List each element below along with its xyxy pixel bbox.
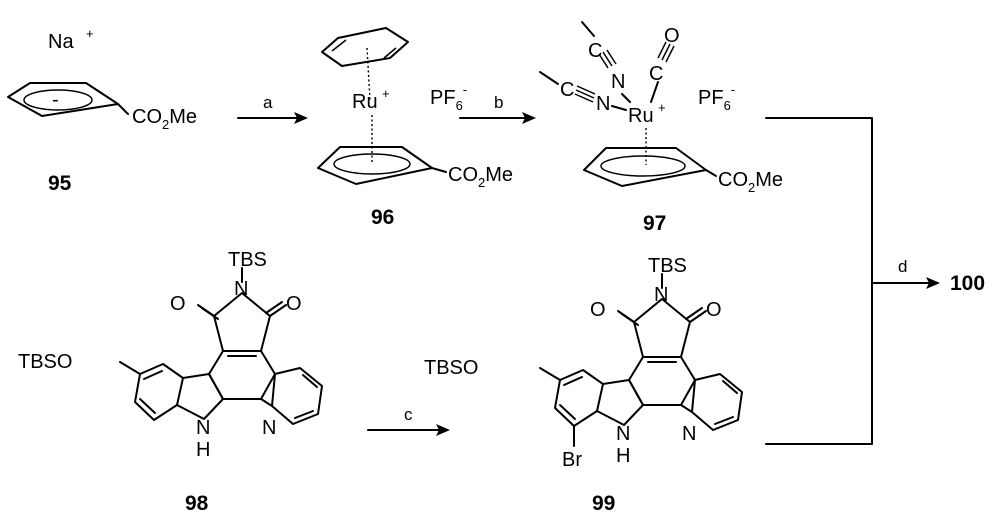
ruthenium-charge: +: [382, 86, 390, 101]
aromatic-circle: [600, 155, 686, 177]
n-protecting-group: TBS: [228, 249, 267, 271]
ester-bond: [117, 103, 129, 115]
arrow-c: c: [367, 405, 450, 436]
methyl-bond: [581, 21, 595, 37]
condition-d: d: [898, 257, 907, 276]
oxo-right: O: [286, 293, 302, 315]
nitrile-nitrogen: N: [596, 93, 610, 115]
carbonyl-carbon: C: [649, 63, 663, 85]
compound-98: N TBS O O TBSO N H N 98: [18, 249, 323, 515]
condition-a: a: [263, 93, 273, 112]
ruthenium-label: Ru: [352, 91, 378, 113]
nitrile-carbon: C: [588, 40, 602, 62]
pyridine-nitrogen: N: [682, 423, 696, 445]
ester-bond: [431, 167, 447, 173]
fused-ring-core: N TBS O O TBSO N H N: [18, 249, 323, 461]
bromine-label: Br: [562, 449, 582, 471]
carbonyl-oxygen: O: [664, 25, 680, 47]
nitrile-carbon: C: [560, 79, 574, 101]
indole-nitrogen: N: [616, 423, 630, 445]
arrow-a: a: [237, 93, 308, 124]
condition-c: c: [404, 405, 413, 424]
o-protecting-group: TBSO: [424, 357, 478, 379]
fused-ring-core: N TBS O O TBSO N H N Br: [424, 255, 743, 471]
compound-95: Na + - CO2Me 95: [7, 26, 197, 195]
ester-label: CO2Me: [132, 106, 197, 132]
imide-nitrogen: N: [234, 278, 248, 300]
oxo-left: O: [170, 293, 186, 315]
compound-number-97: 97: [643, 212, 666, 235]
compound-number-98: 98: [185, 492, 209, 515]
aromatic-circle: [333, 153, 411, 175]
benzene-ring: [321, 27, 409, 67]
ring-charge: -: [52, 89, 59, 111]
aromatic-circle: [23, 89, 93, 111]
ester-bond: [705, 169, 717, 177]
indole-nitrogen: N: [196, 417, 210, 439]
ester-label: CO2Me: [718, 169, 783, 195]
o-protecting-group: TBSO: [18, 351, 72, 373]
compound-number-99: 99: [592, 492, 615, 515]
arrow-b: b: [459, 93, 536, 124]
n-protecting-group: TBS: [648, 255, 687, 277]
condition-b: b: [494, 93, 503, 112]
convergent-bracket: [765, 117, 873, 445]
ruthenium-label: Ru: [628, 105, 654, 127]
compound-99: N TBS O O TBSO N H N Br 99: [424, 255, 743, 515]
compound-97: C N C N Ru + C O PF6- CO2Me 97: [539, 21, 783, 235]
arrow-d: d: [765, 117, 940, 445]
anion-label: PF6-: [430, 82, 467, 113]
indole-hydrogen: H: [616, 445, 630, 467]
compound-number-96: 96: [371, 206, 394, 229]
ester-label: CO2Me: [448, 164, 513, 190]
methyl-bond: [539, 71, 559, 85]
sodium-label: Na: [48, 31, 74, 53]
oxo-left: O: [590, 299, 606, 321]
ruthenium-charge: +: [658, 100, 666, 115]
cyclopentadienyl-ring: [7, 82, 119, 117]
oxo-right: O: [706, 299, 722, 321]
cyclopentadienyl-ring: [317, 146, 433, 185]
compound-number-95: 95: [48, 172, 72, 195]
product-number-100: 100: [950, 272, 985, 295]
nitrile-nitrogen: N: [611, 71, 625, 93]
anion-label: PF6-: [698, 82, 735, 113]
cyclopentadienyl-ring: [583, 147, 707, 187]
sodium-charge: +: [86, 26, 94, 41]
indole-hydrogen: H: [196, 439, 210, 461]
pyridine-nitrogen: N: [262, 417, 276, 439]
compound-96: Ru + PF6- CO2Me 96: [317, 27, 513, 229]
imide-nitrogen: N: [654, 284, 668, 306]
